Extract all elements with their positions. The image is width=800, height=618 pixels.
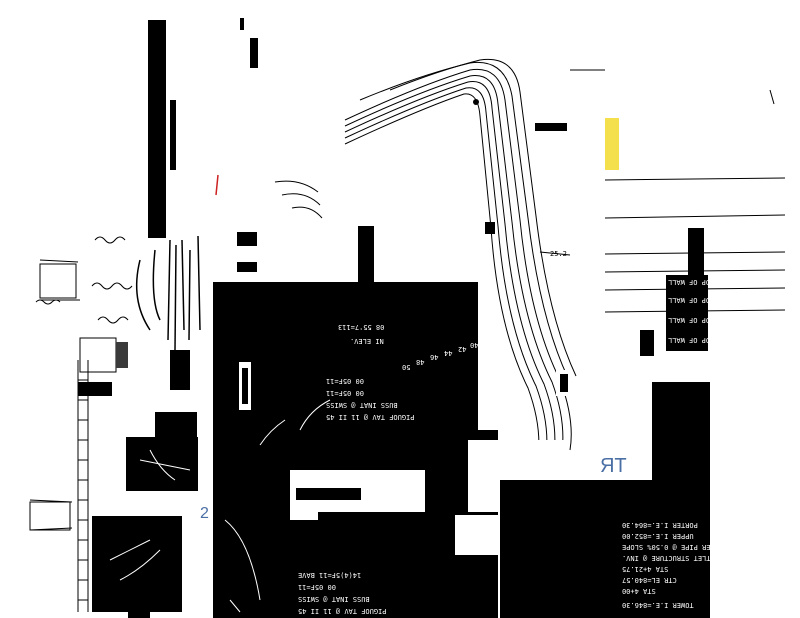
black-tag-5 <box>485 222 495 234</box>
bottom-small-mark <box>128 604 150 618</box>
right-label-stack: TOP OF WALL TOP OF WALL TOP OF WALL TOP … <box>666 275 714 351</box>
black-tag-4 <box>237 262 257 272</box>
small-tag-text: 25.2 <box>550 250 567 258</box>
top-mark-1 <box>250 38 258 68</box>
side-number: 2 <box>200 505 209 523</box>
center-black-region <box>213 282 478 618</box>
left-black-tag <box>78 382 112 396</box>
black-tag-3 <box>237 232 257 246</box>
top-mark-2 <box>240 18 244 30</box>
left-black-block-2 <box>92 516 182 612</box>
right-lower-black-upper <box>652 382 710 482</box>
black-tag-2 <box>358 226 374 284</box>
left-black-block-1b <box>155 412 197 440</box>
side-number-value: 2 <box>200 505 209 522</box>
yellow-highlight <box>605 118 619 170</box>
cutout-black-bar-2 <box>318 512 428 520</box>
black-tag-6 <box>688 228 704 276</box>
cutout-black-bar <box>296 488 361 500</box>
top-left-black-sliver <box>170 100 176 170</box>
left-black-tag-3 <box>116 342 128 368</box>
top-left-black-bar <box>148 20 166 238</box>
left-black-tag-2 <box>170 350 190 390</box>
black-tag-1 <box>535 123 567 131</box>
tag-25: 25.2 <box>550 250 567 258</box>
center-white-rect-inner <box>242 368 248 404</box>
right-lower-black <box>500 480 710 618</box>
right-tag-small <box>640 330 654 356</box>
center-white-rect-2-inner <box>560 374 568 392</box>
